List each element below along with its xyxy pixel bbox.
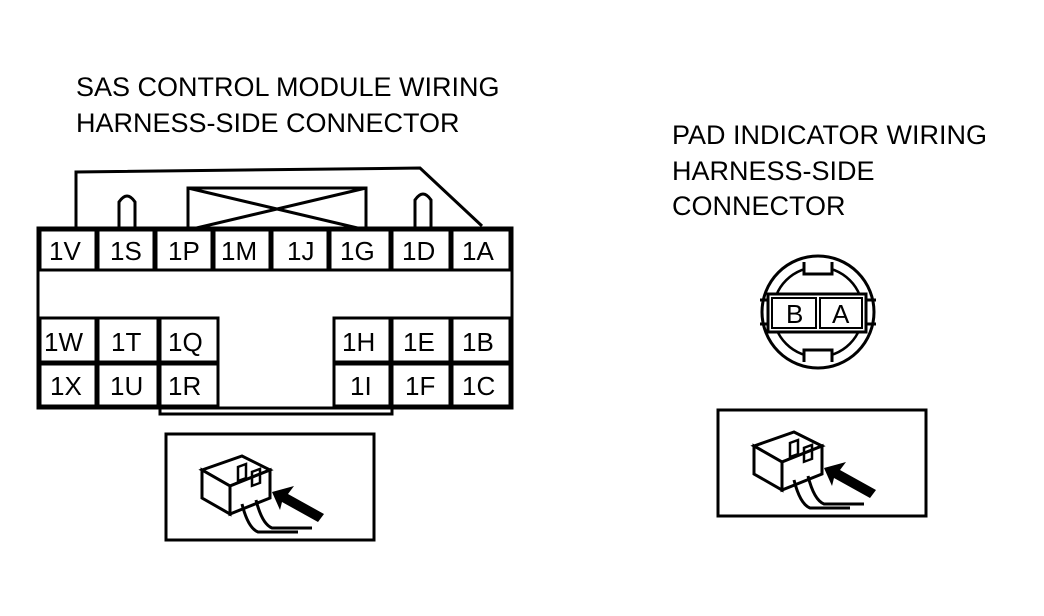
pin-label: 1M bbox=[221, 236, 257, 266]
pad-title-line3: CONNECTOR bbox=[672, 191, 846, 221]
pin-label: A bbox=[832, 299, 850, 329]
sas-latch-left bbox=[117, 194, 137, 230]
pin-label: 1J bbox=[287, 236, 314, 266]
harness-side-view-icon bbox=[164, 432, 376, 542]
pin-label: 1W bbox=[44, 327, 83, 357]
sas-body bbox=[36, 226, 514, 410]
sas-lower-right-block: 1H 1E 1B 1I 1F 1C bbox=[332, 316, 512, 408]
pin-label: 1X bbox=[50, 371, 82, 401]
harness-side-view-icon bbox=[716, 408, 928, 518]
pad-title-line2: HARNESS-SIDE bbox=[672, 156, 875, 186]
pin-label: 1U bbox=[110, 371, 143, 401]
pin-label: 1F bbox=[405, 371, 435, 401]
pin-label: 1Q bbox=[168, 327, 203, 357]
pin-label: 1I bbox=[350, 371, 372, 401]
pin-label: 1C bbox=[462, 371, 495, 401]
pin-label: 1D bbox=[402, 236, 435, 266]
sas-bottom-notch bbox=[158, 408, 394, 416]
pin-label: 1B bbox=[462, 327, 494, 357]
sas-title-line2: HARNESS-SIDE CONNECTOR bbox=[76, 108, 460, 138]
pin-label: 1P bbox=[168, 236, 200, 266]
sas-row-1: 1V 1S 1P 1M 1J 1G 1D 1A bbox=[38, 228, 512, 272]
sas-lower-left-block: 1W 1T 1Q 1X 1U 1R bbox=[38, 316, 220, 408]
pin-label: 1S bbox=[110, 236, 142, 266]
sas-housing-top bbox=[74, 166, 484, 230]
pin-label: 1V bbox=[49, 236, 81, 266]
pin-label: 1R bbox=[168, 371, 201, 401]
sas-latch-right bbox=[413, 192, 433, 230]
sas-center-key bbox=[186, 186, 368, 232]
pin-label: 1A bbox=[462, 236, 494, 266]
pin-label: B bbox=[786, 299, 803, 329]
pin-label: 1G bbox=[340, 236, 375, 266]
pin-label: 1H bbox=[342, 327, 375, 357]
pin-label: 1T bbox=[111, 327, 141, 357]
pad-connector: B A bbox=[760, 254, 876, 370]
sas-title-line1: SAS CONTROL MODULE WIRING bbox=[76, 72, 500, 102]
pad-title-line1: PAD INDICATOR WIRING bbox=[672, 120, 987, 150]
pin-label: 1E bbox=[403, 327, 435, 357]
sas-connector: 1V 1S 1P 1M 1J 1G 1D 1A 1W 1T 1Q 1X 1U 1… bbox=[36, 166, 514, 416]
